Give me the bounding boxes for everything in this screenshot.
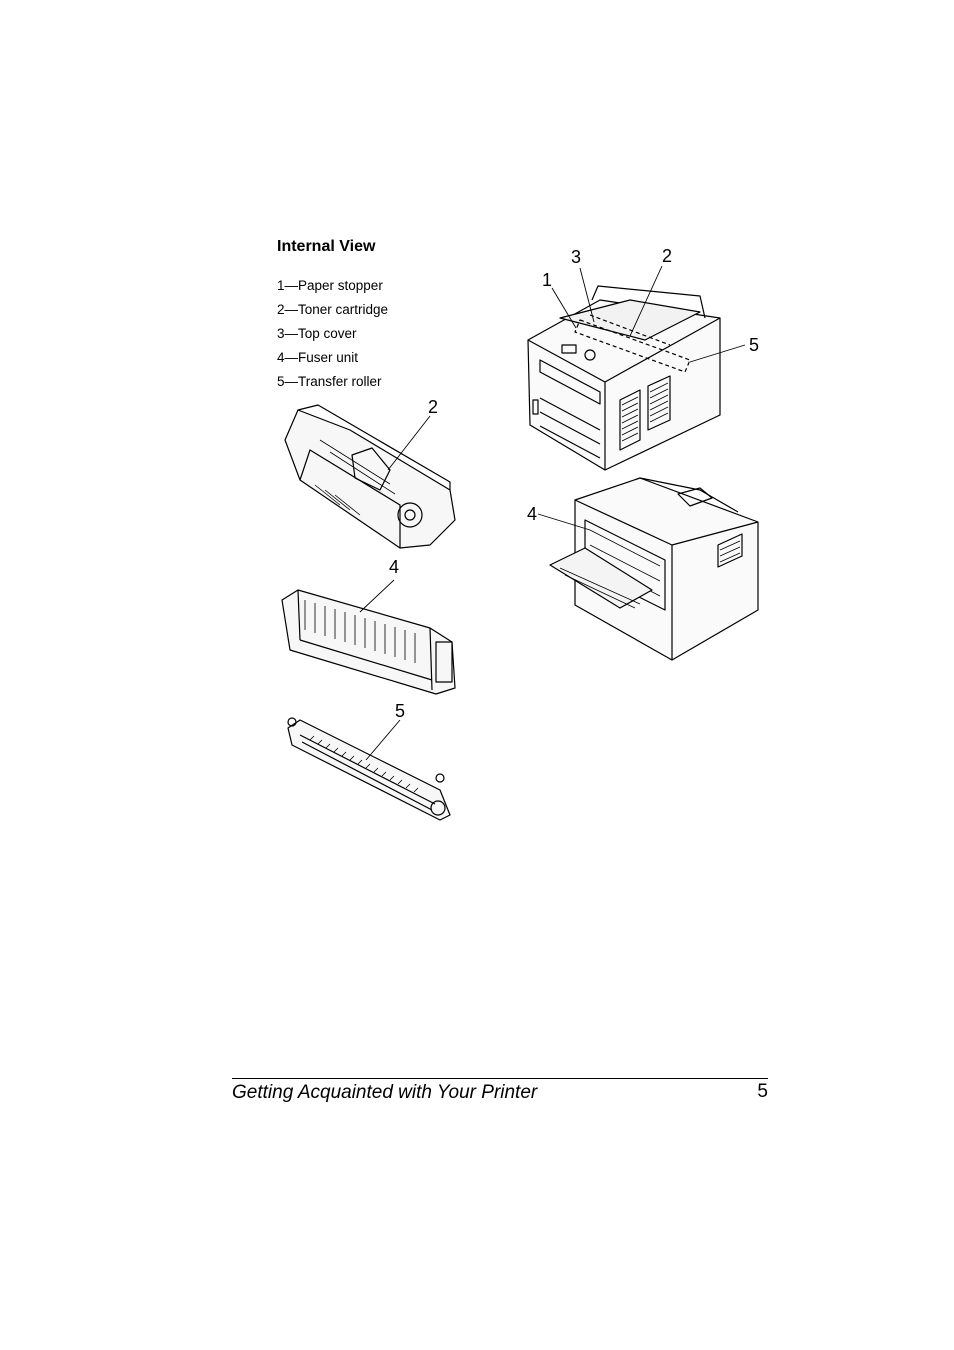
footer-title: Getting Acquainted with Your Printer [232, 1082, 538, 1103]
callout-fuser-4: 4 [389, 557, 399, 577]
callout-front-2: 2 [662, 246, 672, 266]
footer-rule [232, 1078, 768, 1079]
callout-toner-2: 2 [428, 397, 438, 417]
legend-item-paper-stopper: 1—Paper stopper [277, 278, 383, 293]
callout-front-1: 1 [542, 270, 552, 290]
page-number: 5 [757, 1081, 768, 1102]
toner-cartridge-illustration [284, 404, 456, 549]
callout-roller-5: 5 [395, 701, 405, 721]
legend-item-top-cover: 3—Top cover [277, 326, 357, 341]
printer-front-illustration [527, 265, 746, 471]
legend-item-fuser-unit: 4—Fuser unit [277, 350, 359, 365]
callout-front-3: 3 [571, 247, 581, 267]
fuser-unit-illustration [281, 579, 456, 695]
section-heading: Internal View [277, 238, 376, 255]
printer-rear-illustration [537, 477, 759, 661]
transfer-roller-illustration [287, 717, 451, 821]
parts-legend: 1—Paper stopper 2—Toner cartridge 3—Top … [277, 274, 388, 394]
callout-rear-4: 4 [527, 504, 537, 524]
legend-item-toner-cartridge: 2—Toner cartridge [277, 302, 389, 317]
legend-item-transfer-roller: 5—Transfer roller [277, 374, 382, 389]
callout-front-5: 5 [749, 335, 759, 355]
